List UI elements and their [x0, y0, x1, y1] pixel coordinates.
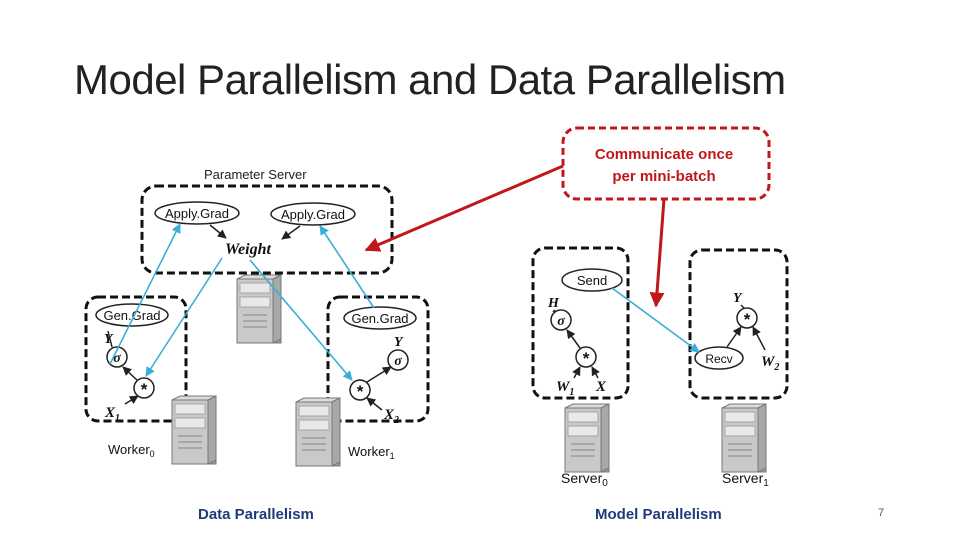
server0-sigma-label: σ	[557, 314, 565, 329]
callout-box	[561, 126, 771, 201]
worker1-y-label: Y	[394, 335, 404, 350]
callout-line1: Communicate once	[595, 146, 733, 163]
slide-number: 7	[878, 507, 885, 519]
worker0-x-subscript: 1	[115, 413, 120, 424]
server0-machine-icon	[564, 403, 610, 473]
svg-text:Server1: Server1	[722, 470, 769, 489]
server0-sigma-node	[550, 309, 572, 331]
data-parallelism-caption: Data Parallelism	[198, 506, 314, 523]
apply-grad-left-oval	[154, 201, 240, 225]
apply-grad-right-label: Apply.Grad	[281, 207, 345, 222]
link-send-to-recv	[611, 287, 700, 353]
worker0-machine-icon	[171, 395, 217, 465]
callout-arrow-to-parameter-server	[364, 164, 564, 252]
server0-name: Server	[561, 470, 603, 486]
worker1-sigma-node	[387, 349, 409, 371]
callout-line2: per mini-batch	[612, 168, 715, 185]
worker1-x-subscript: 2	[393, 415, 399, 426]
server1-box	[688, 248, 789, 400]
worker1-gen-grad-oval	[343, 306, 417, 330]
server0-w-subscript: 1	[569, 387, 574, 398]
server0-box	[531, 246, 630, 400]
worker1-mul-label: *	[357, 382, 364, 401]
link-worker0-to-apply-grad-left	[109, 223, 181, 365]
server1-name: Server	[722, 470, 764, 486]
worker0-sigma-label: σ	[113, 351, 121, 366]
server0-mul-label: *	[583, 349, 590, 368]
link-weight-to-worker0	[145, 257, 223, 377]
server1-mul-node	[736, 307, 758, 329]
server1-y-label: Y	[733, 291, 743, 306]
link-weight-to-worker1	[249, 259, 353, 381]
worker0-x-label: X	[104, 405, 116, 421]
worker1-mul-node	[349, 379, 371, 401]
worker1-machine-icon	[295, 397, 341, 467]
apply-grad-left-to-weight-arrow	[209, 224, 227, 239]
worker0-box	[84, 295, 188, 423]
worker0-gen-grad-oval	[95, 303, 169, 327]
server0-w-label: W	[556, 379, 571, 395]
callout-arrow-to-model-link	[649, 198, 666, 308]
worker0-gen-grad-label: Gen.Grad	[103, 308, 160, 323]
worker0-name: Worker	[108, 442, 150, 457]
worker0-mul-node	[133, 377, 155, 399]
svg-text:Server0: Server0	[561, 470, 608, 489]
server0-mul-node	[575, 346, 597, 368]
apply-grad-right-to-weight-arrow	[281, 225, 301, 240]
recv-label: Recv	[705, 352, 732, 366]
worker1-box	[326, 295, 430, 423]
server0-x-label: X	[595, 379, 607, 395]
server1-name-subscript: 1	[763, 478, 769, 489]
parameter-server-machine-icon	[236, 274, 282, 344]
parameter-server-label: Parameter Server	[204, 167, 307, 182]
slide-title: Model Parallelism and Data Parallelism	[74, 56, 786, 103]
worker0-sigma-node	[106, 346, 128, 368]
server0-h-label: H	[547, 296, 560, 311]
model-parallelism-caption: Model Parallelism	[595, 506, 722, 523]
weight-label: Weight	[225, 241, 271, 258]
svg-text:W1: W1	[556, 379, 574, 398]
server1-machine-icon	[721, 403, 767, 473]
worker0-y-label: Y	[104, 332, 114, 347]
worker1-name: Worker	[348, 444, 390, 459]
svg-text:X2: X2	[383, 407, 399, 426]
worker1-x-label: X	[383, 407, 395, 423]
svg-text:X1: X1	[104, 405, 120, 424]
link-worker1-to-apply-grad-right	[319, 225, 375, 309]
svg-text:Worker1: Worker1	[348, 444, 395, 461]
apply-grad-left-label: Apply.Grad	[165, 206, 229, 221]
worker0-name-subscript: 0	[150, 449, 155, 459]
worker1-gen-grad-label: Gen.Grad	[351, 311, 408, 326]
send-label: Send	[577, 273, 607, 288]
worker1-sigma-label: σ	[394, 354, 402, 369]
worker1-name-subscript: 1	[390, 451, 395, 461]
worker0-mul-label: *	[141, 380, 148, 399]
send-oval	[561, 268, 623, 292]
parameter-server-box	[140, 184, 394, 275]
svg-text:Worker0: Worker0	[108, 442, 155, 459]
server1-mul-label: *	[744, 310, 751, 329]
server1-w-label: W	[761, 354, 776, 370]
svg-text:W2: W2	[761, 354, 779, 373]
server0-name-subscript: 0	[602, 478, 608, 489]
server1-w-subscript: 2	[773, 362, 779, 373]
recv-oval	[694, 346, 744, 370]
apply-grad-right-oval	[270, 202, 356, 226]
